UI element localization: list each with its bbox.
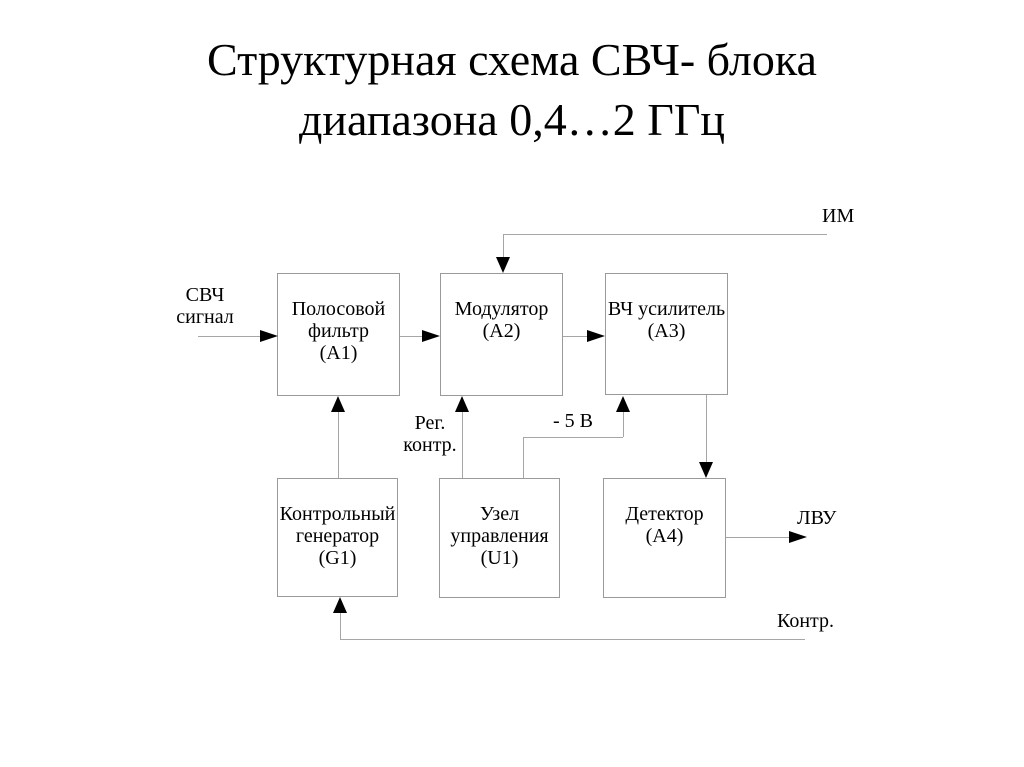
block-detector: Детектор (А4)	[603, 478, 726, 598]
slide-title: Структурная схема СВЧ- блока диапазона 0…	[207, 34, 817, 145]
generator-to-filter-arrowhead-icon	[331, 396, 345, 412]
block-control-generator: Контрольный генератор (G1)	[277, 478, 398, 597]
filter-to-modulator-arrowhead-icon	[422, 330, 440, 342]
svch-input-line	[198, 336, 260, 337]
im-line-vertical	[503, 234, 504, 258]
filter-to-modulator-line	[400, 336, 422, 337]
reg-kontr-label: Рег. контр.	[403, 412, 457, 456]
minus-5v-arrowhead-icon	[616, 396, 630, 412]
block-control-unit-label: Узел управления (U1)	[450, 503, 549, 569]
im-arrowhead-icon	[496, 257, 510, 273]
svch-input-arrowhead-icon	[260, 330, 278, 342]
lvu-label: ЛВУ	[797, 507, 837, 529]
detector-to-lvu-arrowhead-icon	[789, 531, 807, 543]
block-modulator-label: Модулятор (А2)	[454, 298, 549, 342]
block-detector-label: Детектор (А4)	[625, 503, 704, 547]
generator-to-filter-line	[338, 410, 339, 478]
detector-to-lvu-line	[726, 537, 790, 538]
minus-5v-label: - 5 В	[553, 410, 593, 432]
block-control-generator-label: Контрольный генератор (G1)	[279, 503, 396, 569]
kontr-arrowhead-icon	[333, 597, 347, 613]
minus-5v-line-horizontal	[523, 437, 623, 438]
block-rf-amplifier: ВЧ усилитель (А3)	[605, 273, 728, 395]
modulator-to-amplifier-line	[563, 336, 587, 337]
block-rf-amplifier-label: ВЧ усилитель (А3)	[607, 298, 726, 342]
control-to-modulator-arrowhead-icon	[455, 396, 469, 412]
block-bandpass-filter-label: Полосовой фильтр (А1)	[291, 298, 386, 364]
svch-signal-label: СВЧ сигнал	[176, 284, 234, 328]
block-modulator: Модулятор (А2)	[440, 273, 563, 396]
modulator-to-amplifier-arrowhead-icon	[587, 330, 605, 342]
kontr-line-vertical	[340, 612, 341, 639]
amplifier-to-detector-line	[706, 395, 707, 462]
kontr-label: Контр.	[777, 610, 835, 632]
amplifier-to-detector-arrowhead-icon	[699, 462, 713, 478]
im-line-horizontal	[503, 234, 827, 235]
block-bandpass-filter: Полосовой фильтр (А1)	[277, 273, 400, 396]
control-to-modulator-line	[462, 410, 463, 478]
im-label: ИМ	[822, 205, 855, 227]
kontr-line-horizontal	[340, 639, 805, 640]
minus-5v-line-left-vertical	[523, 437, 524, 478]
minus-5v-line-right-vertical	[623, 410, 624, 437]
block-control-unit: Узел управления (U1)	[439, 478, 560, 598]
